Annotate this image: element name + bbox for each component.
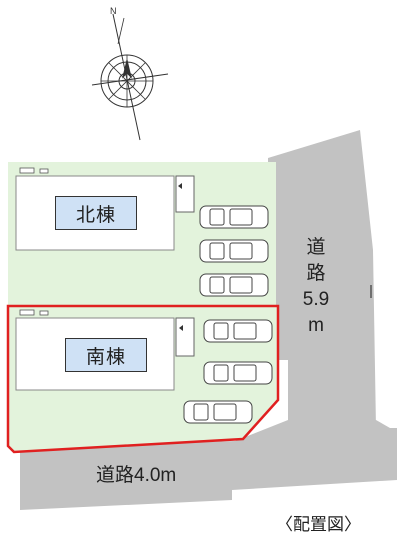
- car-icon: [199, 205, 269, 229]
- north-entrance-porch: [175, 175, 195, 213]
- car-icon: [183, 400, 253, 424]
- east-road-label-line: m: [308, 315, 324, 336]
- drawing-caption: 〈配置図〉: [276, 515, 361, 535]
- north-building-label: 北棟: [55, 196, 137, 230]
- south-road: [20, 420, 397, 510]
- east-road-label-line: 5.9: [302, 289, 330, 310]
- car-icon: [203, 361, 273, 385]
- south-building-label: 南棟: [65, 338, 147, 372]
- north-label: N: [110, 6, 117, 16]
- east-road-label-line: 路: [306, 263, 326, 284]
- parking-car-icons: [183, 205, 273, 424]
- south-road-label: 道路4.0m: [96, 465, 177, 486]
- east-road: [268, 130, 376, 428]
- car-icon: [199, 273, 269, 297]
- east-road-label-line: 道: [306, 237, 326, 258]
- compass-rose-icon: [91, 13, 169, 141]
- south-entrance-porch: [175, 317, 195, 357]
- east-road-label: 道 路 5.9 m: [296, 235, 336, 339]
- car-icon: [199, 239, 269, 263]
- car-icon: [203, 319, 273, 343]
- south-lot-boundary: [6, 304, 280, 454]
